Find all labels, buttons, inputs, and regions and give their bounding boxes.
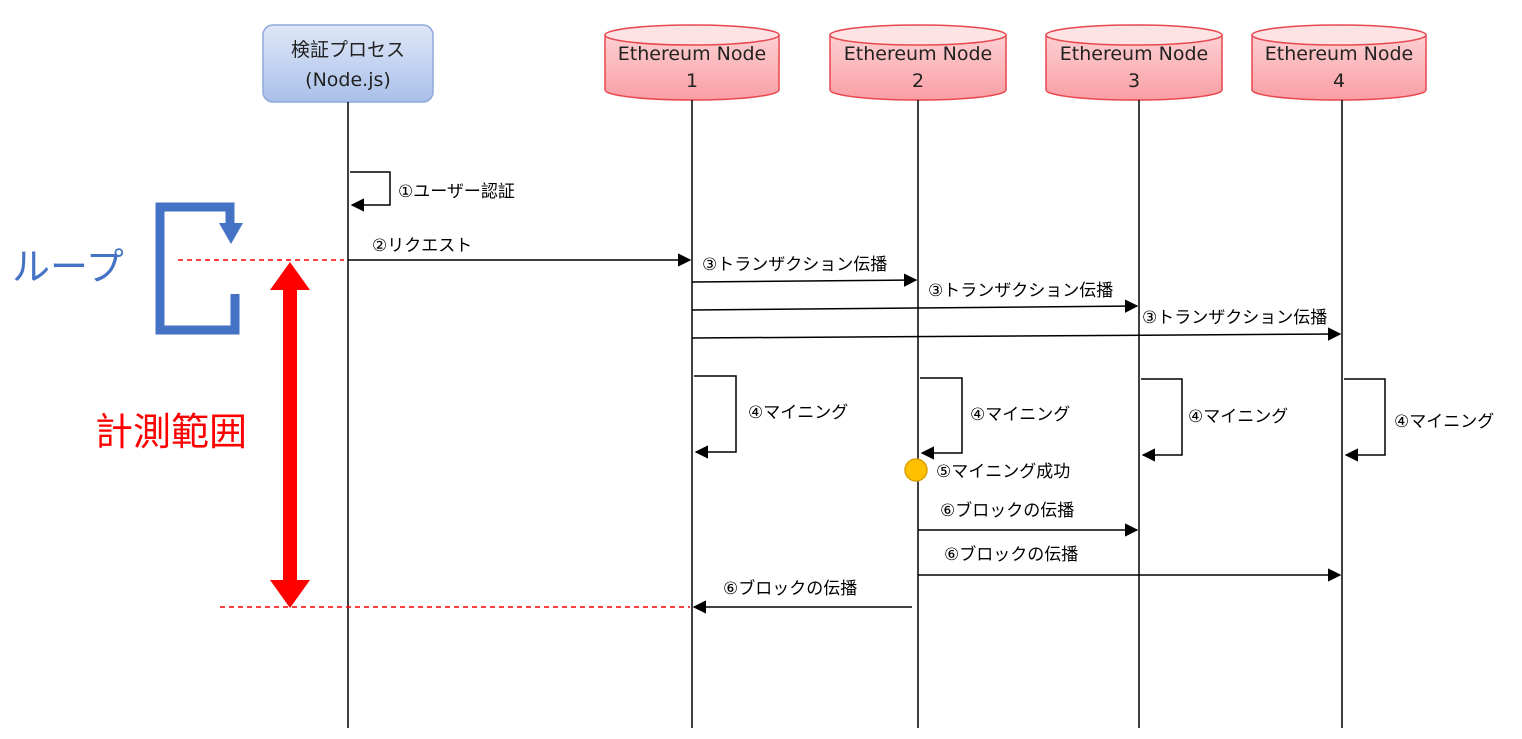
auth-self-arrow [350, 171, 391, 212]
mining-success-dot [904, 458, 928, 482]
mining-self-arrow-node-1 [694, 375, 737, 459]
auth-label: ①ユーザー認証 [398, 182, 515, 202]
node-1-number: 1 [686, 70, 698, 92]
node-2-title: Ethereum Node [844, 43, 992, 65]
loop-label: ループ [12, 245, 124, 289]
block-label-to-node-3: ⑥ブロックの伝播 [940, 500, 1074, 521]
lifelines [347, 100, 1343, 728]
node-4-number: 4 [1333, 70, 1345, 92]
mining-self-arrow-node-2 [920, 377, 963, 460]
mining-self-arrow-node-3 [1141, 378, 1183, 462]
node-4-cylinder [1251, 35, 1427, 101]
node-3-number: 3 [1128, 70, 1140, 92]
node-1-title: Ethereum Node [618, 43, 766, 65]
tx-arrow-to-node-4 [691, 327, 1342, 341]
loop-bracket-shape [155, 202, 240, 335]
node-3: Ethereum Node 3 [1045, 24, 1223, 101]
node-3-cylinder [1045, 35, 1223, 101]
node-3-title: Ethereum Node [1060, 43, 1208, 65]
loop-bracket [155, 202, 243, 335]
node-1: Ethereum Node 1 [604, 24, 780, 101]
tx-label-to-node-3: ③トランザクション伝播 [928, 281, 1113, 301]
loop-arrowhead [219, 223, 243, 244]
request-label: ②リクエスト [372, 236, 472, 256]
measure-range-label: 計測範囲 [95, 410, 247, 454]
process-title: 検証プロセス [291, 39, 405, 61]
measure-range-arrow [270, 262, 310, 608]
block-label-to-node-4: ⑥ブロックの伝播 [944, 544, 1078, 565]
tx-label-to-node-4: ③トランザクション伝播 [1142, 308, 1327, 328]
node-2: Ethereum Node 2 [829, 24, 1007, 101]
tx-arrow-to-node-3 [691, 299, 1139, 313]
mining-label-node-1: ④マイニング [748, 403, 848, 423]
node-2-number: 2 [912, 70, 924, 92]
mining-self-arrow-node-4 [1344, 378, 1386, 462]
mining-success-label: ⑤マイニング成功 [936, 462, 1070, 482]
block-label-to-node-1: ⑥ブロックの伝播 [723, 578, 857, 599]
node-4: Ethereum Node 4 [1251, 24, 1427, 101]
tx-label-to-node-2: ③トランザクション伝播 [702, 255, 887, 275]
mining-label-node-3: ④マイニング [1188, 407, 1288, 427]
process-subtitle: (Node.js) [305, 69, 391, 91]
process-participant: 検証プロセス (Node.js) [262, 24, 434, 103]
mining-label-node-2: ④マイニング [970, 405, 1070, 425]
tx-arrow-to-node-2 [691, 273, 918, 287]
mining-label-node-4: ④マイニング [1394, 412, 1494, 432]
node-4-title: Ethereum Node [1265, 43, 1413, 65]
